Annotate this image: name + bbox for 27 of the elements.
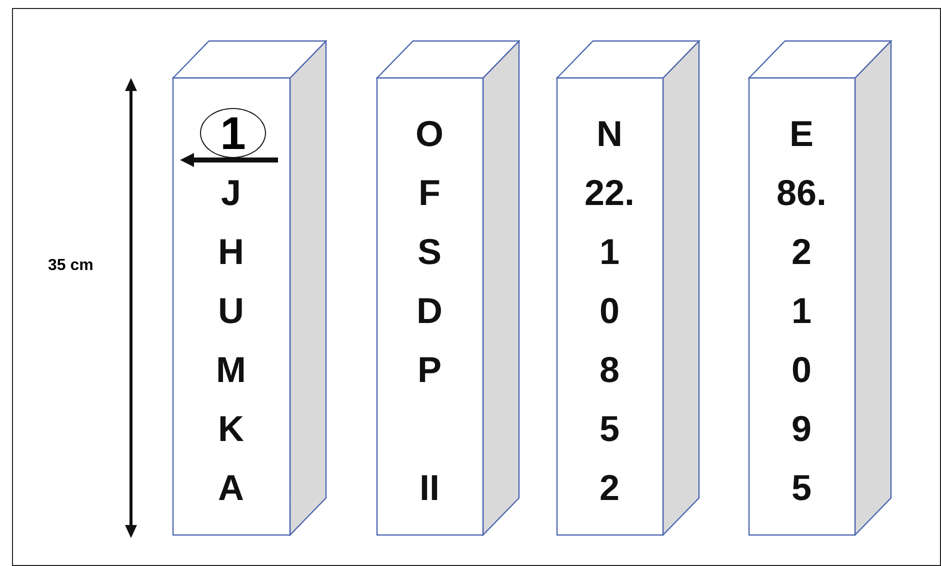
pillar-text: O: [414, 114, 444, 154]
pillar-text: S: [416, 232, 442, 272]
pillar-text: M: [215, 350, 247, 390]
pillar-text: N: [596, 114, 624, 154]
pillar-text: J: [220, 173, 242, 213]
pillar-text: 2: [790, 232, 813, 272]
pillar-text: K: [217, 409, 245, 449]
pillar-text: 1: [598, 232, 621, 272]
pillar-text: E: [788, 114, 814, 154]
pillar-text: A: [217, 468, 245, 508]
dimension-label: 35 cm: [48, 257, 94, 275]
pillar-text: 86.: [775, 173, 828, 213]
pillar-text: 2: [598, 468, 621, 508]
pillar-text: 5: [598, 409, 621, 449]
pillar-text: F: [418, 173, 442, 213]
pillar-text: P: [416, 350, 442, 390]
pillar-text: 9: [790, 409, 813, 449]
pillar-text: 0: [598, 291, 621, 331]
pillar-text: 22.: [583, 173, 636, 213]
pillar-text: U: [217, 291, 245, 331]
pillar-text: D: [416, 291, 444, 331]
pillar-text: 5: [790, 468, 813, 508]
pillar-text: 8: [598, 350, 621, 390]
pillar-text: 0: [790, 350, 813, 390]
pillar-text: 1: [790, 291, 813, 331]
pillar-text: II: [418, 468, 440, 508]
pillar-text: H: [217, 232, 245, 272]
